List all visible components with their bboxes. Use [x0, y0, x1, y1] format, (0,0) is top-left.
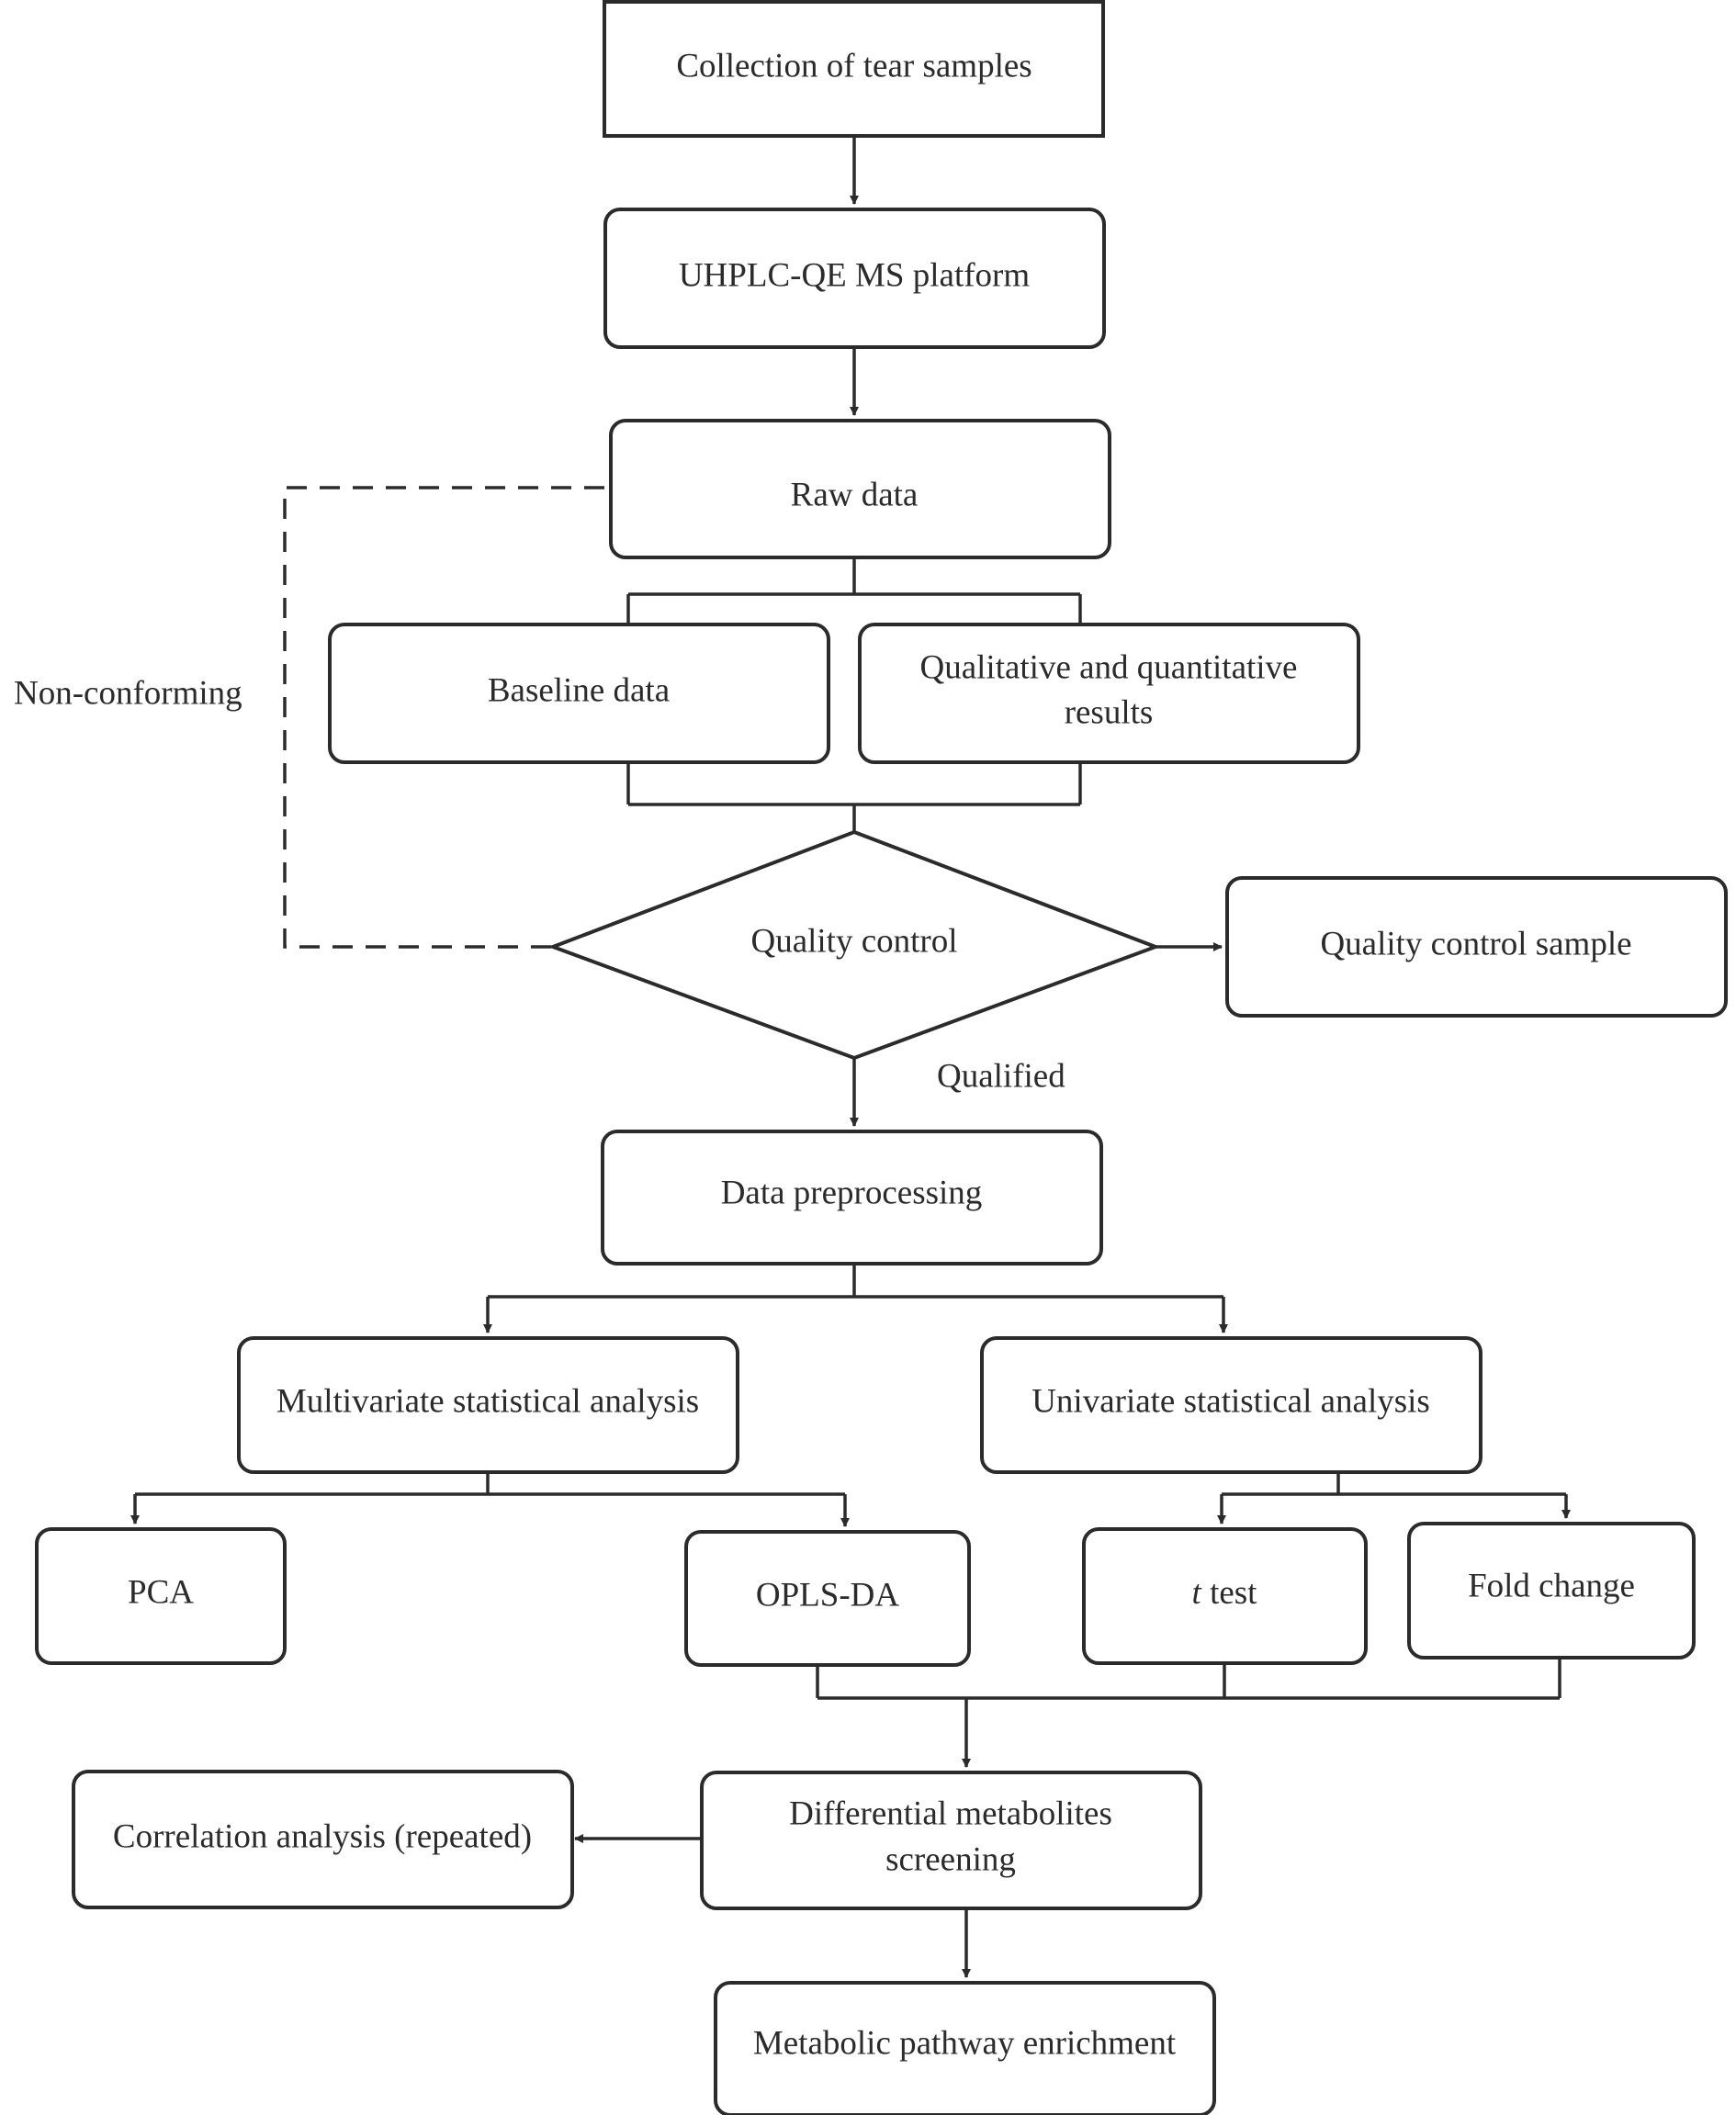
qc-sample-label: Quality control sample	[1320, 925, 1631, 962]
qualitative-label-line1: Qualitative and quantitative	[920, 648, 1298, 686]
collection-label: Collection of tear samples	[676, 47, 1031, 84]
node-qualitative: Qualitative and quantitative results	[858, 623, 1360, 764]
node-pca: PCA	[35, 1527, 287, 1665]
oplsda-label: OPLS-DA	[756, 1576, 900, 1614]
baseline-box	[328, 623, 830, 764]
baseline-label: Baseline data	[488, 671, 670, 709]
quality-control-label: Quality control	[750, 922, 957, 960]
pca-label: PCA	[128, 1573, 194, 1611]
preprocessing-box	[601, 1130, 1103, 1266]
ttest-box	[1082, 1527, 1368, 1665]
fold-change-box	[1407, 1522, 1696, 1659]
correlation-box	[72, 1770, 574, 1909]
node-univariate: Univariate statistical analysis	[980, 1336, 1482, 1474]
raw-data-box	[609, 419, 1111, 559]
ttest-label: t test	[1192, 1574, 1258, 1612]
node-platform: UHPLC-QE MS platform	[603, 208, 1106, 349]
differential-box	[700, 1771, 1202, 1910]
node-qc-sample: Quality control sample	[1225, 876, 1728, 1018]
oplsda-box	[684, 1530, 971, 1667]
differential-label-line1: Differential metabolites	[789, 1794, 1112, 1832]
platform-box	[603, 208, 1106, 349]
ttest-label-italic: t	[1192, 1574, 1203, 1612]
differential-label-line2: screening	[885, 1840, 1016, 1878]
node-correlation: Correlation analysis (repeated)	[72, 1770, 574, 1909]
qualified-label: Qualified	[937, 1057, 1065, 1095]
quality-control-diamond	[547, 829, 1161, 1061]
raw-data-label: Raw data	[791, 476, 919, 513]
non-conforming-dashed-loop	[283, 486, 609, 949]
pathway-box	[714, 1981, 1216, 2115]
fold-change-label: Fold change	[1468, 1567, 1635, 1604]
multivariate-label: Multivariate statistical analysis	[276, 1382, 699, 1420]
preprocessing-label: Data preprocessing	[721, 1174, 983, 1211]
non-conforming-label: Non-conforming	[14, 674, 242, 712]
node-multivariate: Multivariate statistical analysis	[237, 1336, 739, 1474]
node-preprocessing: Data preprocessing	[601, 1130, 1103, 1266]
ttest-label-rest: test	[1201, 1574, 1257, 1612]
pathway-label: Metabolic pathway enrichment	[753, 2024, 1177, 2062]
node-quality-control: Quality control	[547, 829, 1161, 1061]
platform-label: UHPLC-QE MS platform	[679, 256, 1031, 294]
qc-sample-box	[1225, 876, 1728, 1018]
node-ttest: t test	[1082, 1527, 1368, 1665]
qualitative-label-line2: results	[1065, 693, 1154, 731]
multivariate-box	[237, 1336, 739, 1474]
node-oplsda: OPLS-DA	[684, 1530, 971, 1667]
collection-box	[603, 0, 1105, 138]
node-baseline: Baseline data	[328, 623, 830, 764]
node-raw-data: Raw data	[609, 419, 1111, 559]
node-pathway: Metabolic pathway enrichment	[714, 1981, 1216, 2115]
node-differential: Differential metabolites screening	[700, 1771, 1202, 1910]
pca-box	[35, 1527, 287, 1665]
univariate-box	[980, 1336, 1482, 1474]
connectors	[130, 136, 1571, 1978]
qualitative-box	[858, 623, 1360, 764]
univariate-label: Univariate statistical analysis	[1031, 1382, 1430, 1420]
node-collection: Collection of tear samples	[603, 0, 1105, 138]
node-fold-change: Fold change	[1407, 1522, 1696, 1659]
correlation-label: Correlation analysis (repeated)	[113, 1817, 532, 1855]
